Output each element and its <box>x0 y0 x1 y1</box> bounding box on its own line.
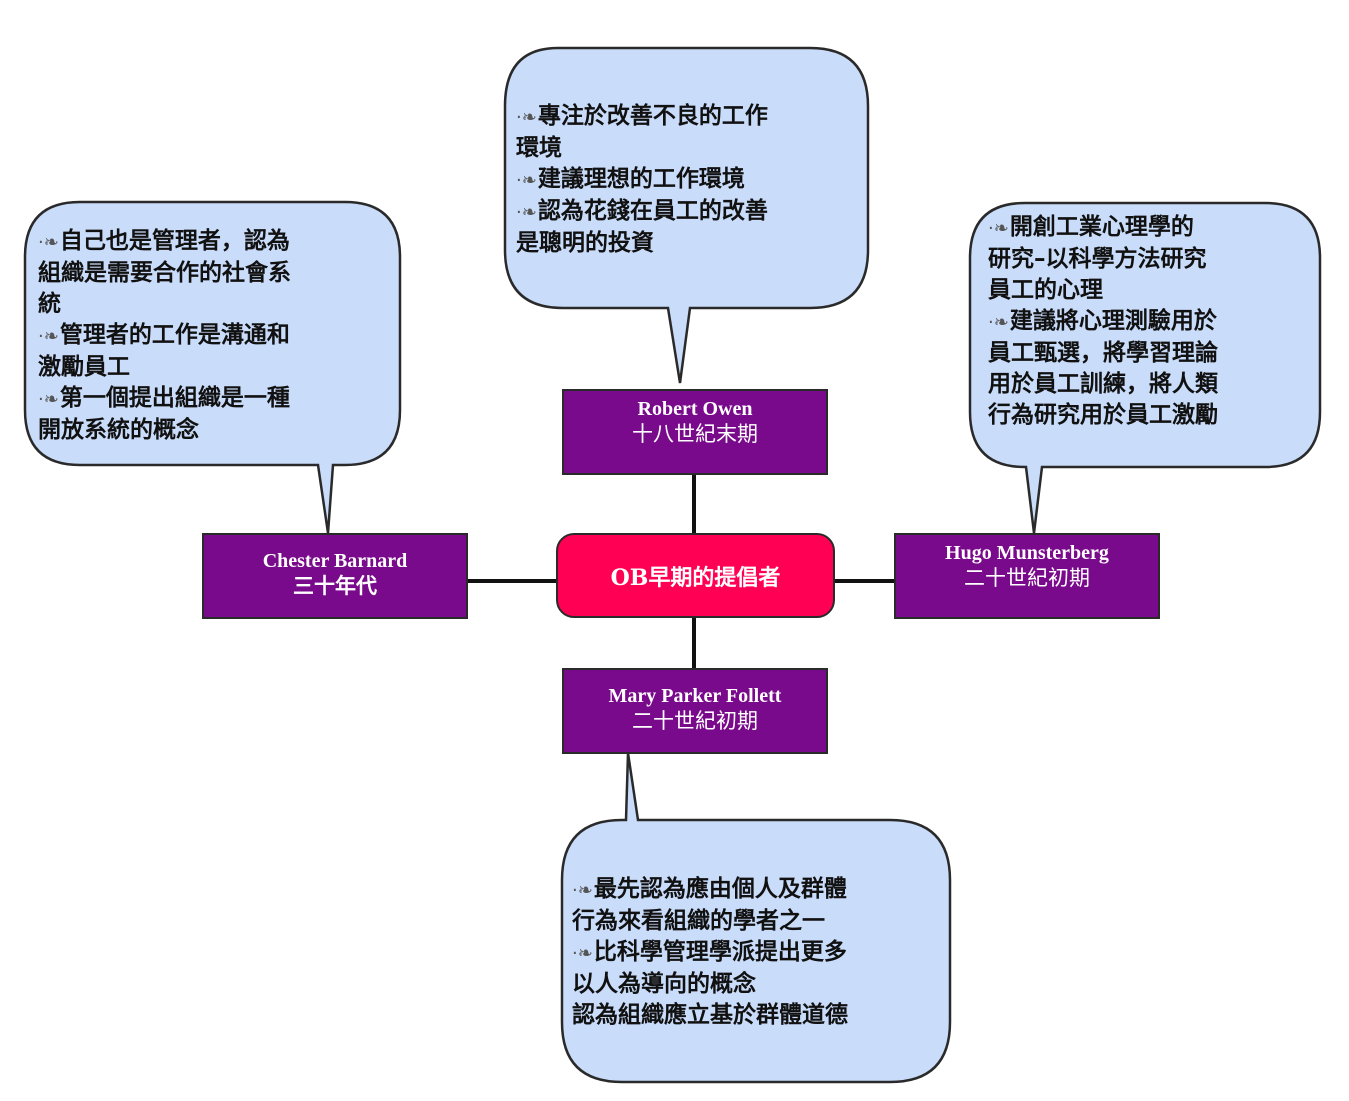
callout-line: 組織是需要合作的社會系 <box>38 258 291 289</box>
callout-bubble-munsterberg <box>968 201 1322 534</box>
fleuron-bullet-icon: ·❧ <box>988 312 1009 333</box>
callout-line: 開放系統的概念 <box>38 415 291 446</box>
callout-line: ·❧最先認為應由個人及群體 <box>572 874 848 906</box>
callout-line-text: 開創工業心理學的 <box>1009 214 1194 240</box>
callout-line-text: 激勵員工 <box>38 354 130 380</box>
callout-line: 環境 <box>516 133 768 164</box>
callout-barnard-text: ·❧自己也是管理者，認為組織是需要合作的社會系統·❧管理者的工作是溝通和激勵員工… <box>38 226 291 446</box>
person-name: Hugo Munsterberg <box>945 542 1109 564</box>
callout-line: 研究–以科學方法研究 <box>988 244 1218 275</box>
callout-line: 統 <box>38 289 291 320</box>
person-era: 三十年代 <box>293 574 377 598</box>
callout-line-text: 組織是需要合作的社會系 <box>38 260 291 286</box>
callout-line: ·❧自己也是管理者，認為 <box>38 226 291 258</box>
callout-line-text: 建議將心理測驗用於 <box>1009 308 1217 334</box>
callout-line-text: 認為花錢在員工的改善 <box>537 198 768 224</box>
fleuron-bullet-icon: ·❧ <box>572 880 593 901</box>
callout-line-text: 員工的心理 <box>988 277 1103 303</box>
person-era: 二十世紀初期 <box>632 709 758 733</box>
callout-line: ·❧建議理想的工作環境 <box>516 164 768 196</box>
callout-line-text: 統 <box>38 291 61 317</box>
person-node-robert-owen[interactable]: Robert Owen 十八世紀末期 <box>562 389 828 475</box>
callout-line: 以人為導向的概念 <box>572 969 848 1000</box>
person-name: Robert Owen <box>637 398 753 420</box>
callout-line: 認為組織應立基於群體道德 <box>572 1000 848 1031</box>
callout-line: ·❧管理者的工作是溝通和 <box>38 320 291 352</box>
callout-line: 行為來看組織的學者之一 <box>572 906 848 937</box>
callout-line-text: 行為來看組織的學者之一 <box>572 908 825 934</box>
callout-line: 激勵員工 <box>38 352 291 383</box>
callout-munsterberg-text: ·❧開創工業心理學的研究–以科學方法研究員工的心理·❧建議將心理測驗用於員工甄選… <box>988 212 1218 431</box>
callout-line-text: 用於員工訓練，將人類 <box>988 371 1218 397</box>
callout-line-text: 自己也是管理者，認為 <box>59 228 290 254</box>
fleuron-bullet-icon: ·❧ <box>572 943 593 964</box>
callout-line-text: 建議理想的工作環境 <box>537 166 745 192</box>
fleuron-bullet-icon: ·❧ <box>38 326 59 347</box>
callout-line-text: 認為組織應立基於群體道德 <box>572 1002 848 1028</box>
callout-owen-text: ·❧專注於改善不良的工作環境·❧建議理想的工作環境·❧認為花錢在員工的改善是聰明… <box>516 101 768 259</box>
fleuron-bullet-icon: ·❧ <box>38 389 59 410</box>
fleuron-bullet-icon: ·❧ <box>38 232 59 253</box>
callout-line-text: 環境 <box>516 135 562 161</box>
fleuron-bullet-icon: ·❧ <box>988 218 1009 239</box>
callout-line-text: 研究–以科學方法研究 <box>988 246 1207 272</box>
callout-line: ·❧專注於改善不良的工作 <box>516 101 768 133</box>
callout-line: ·❧建議將心理測驗用於 <box>988 306 1218 338</box>
callout-line: ·❧開創工業心理學的 <box>988 212 1218 244</box>
callout-line: 行為研究用於員工激勵 <box>988 400 1218 431</box>
center-topic-node[interactable]: OB早期的提倡者 <box>556 533 835 618</box>
callout-line-text: 員工甄選，將學習理論 <box>988 340 1218 366</box>
person-node-mary-parker-follett[interactable]: Mary Parker Follett 二十世紀初期 <box>562 668 828 754</box>
callout-line: ·❧比科學管理學派提出更多 <box>572 937 848 969</box>
center-topic-label: OB早期的提倡者 <box>610 564 781 591</box>
callout-line-text: 最先認為應由個人及群體 <box>593 876 847 902</box>
person-node-chester-barnard[interactable]: Chester Barnard 三十年代 <box>202 533 468 619</box>
callout-bubble-barnard <box>23 200 402 534</box>
callout-line-text: 管理者的工作是溝通和 <box>59 322 290 348</box>
fleuron-bullet-icon: ·❧ <box>516 107 537 128</box>
callout-line: ·❧第一個提出組織是一種 <box>38 383 291 415</box>
person-era: 十八世紀末期 <box>632 422 758 446</box>
callout-line: 員工甄選，將學習理論 <box>988 338 1218 369</box>
callout-line-text: 是聰明的投資 <box>516 230 654 256</box>
callout-line-text: 以人為導向的概念 <box>572 971 756 997</box>
fleuron-bullet-icon: ·❧ <box>516 202 537 223</box>
callout-follett-text: ·❧最先認為應由個人及群體行為來看組織的學者之一·❧比科學管理學派提出更多以人為… <box>572 874 848 1031</box>
callout-bubble-owen <box>503 46 870 384</box>
callout-line-text: 比科學管理學派提出更多 <box>593 939 847 965</box>
callout-line-text: 第一個提出組織是一種 <box>59 385 290 411</box>
callout-line-text: 專注於改善不良的工作 <box>537 103 768 129</box>
fleuron-bullet-icon: ·❧ <box>516 170 537 191</box>
person-era: 二十世紀初期 <box>964 566 1090 590</box>
callout-line: ·❧認為花錢在員工的改善 <box>516 196 768 228</box>
person-node-hugo-munsterberg[interactable]: Hugo Munsterberg 二十世紀初期 <box>894 533 1160 619</box>
callout-line-text: 行為研究用於員工激勵 <box>988 402 1218 428</box>
callout-bubble-follett <box>560 752 952 1084</box>
callout-line-text: 開放系統的概念 <box>38 417 199 443</box>
person-name: Mary Parker Follett <box>608 685 782 707</box>
person-name: Chester Barnard <box>262 550 408 572</box>
callout-line: 是聰明的投資 <box>516 228 768 259</box>
callout-line: 員工的心理 <box>988 275 1218 306</box>
callout-line: 用於員工訓練，將人類 <box>988 369 1218 400</box>
